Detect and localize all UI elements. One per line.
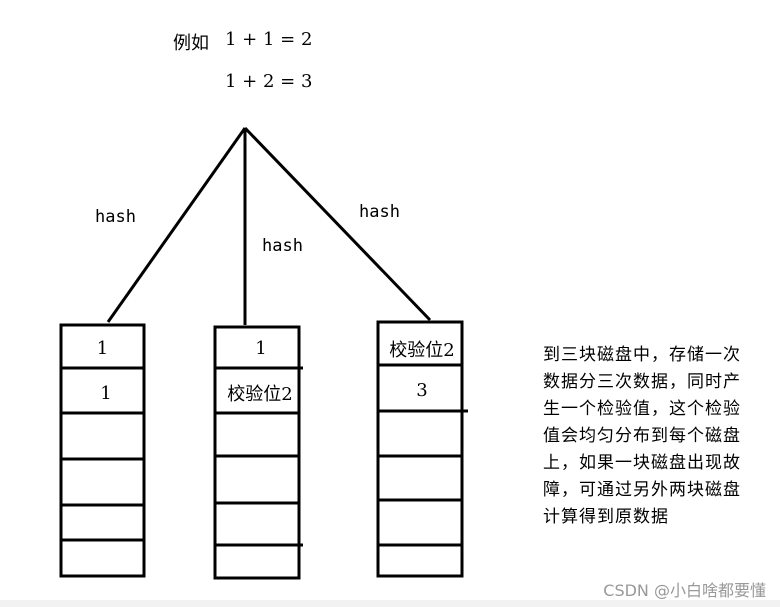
hash-line-left <box>106 127 247 323</box>
disk-2-cell-2: 校验位2 <box>227 384 293 405</box>
disk-1-cell-1: 1 <box>96 338 109 359</box>
disk-2-cell-1: 1 <box>255 338 267 359</box>
disk-1-cell-2: 1 <box>100 383 112 404</box>
disk-3-cell-2: 3 <box>416 380 428 401</box>
hash-label-left: hash <box>95 207 136 227</box>
equation-line-1: 1 + 1 = 2 <box>225 29 313 50</box>
explanation-note: 到三块磁盘中，存储一次数据分三次数据，同时产生一个检验值，这个检验值会均匀分布到… <box>543 345 741 527</box>
hash-label-right: hash <box>359 202 400 222</box>
disk-2 <box>213 325 303 580</box>
equation-prefix: 例如 <box>173 33 209 54</box>
hash-line-right <box>243 126 432 322</box>
disk-3 <box>376 320 468 578</box>
equation-line-2: 1 + 2 = 3 <box>225 71 313 92</box>
bottom-strip <box>0 600 780 607</box>
disk-3-cell-1: 校验位2 <box>389 340 455 361</box>
watermark: CSDN @小白啥都要懂 <box>603 581 766 600</box>
hash-label-middle: hash <box>262 236 303 256</box>
disk-1 <box>59 323 146 578</box>
